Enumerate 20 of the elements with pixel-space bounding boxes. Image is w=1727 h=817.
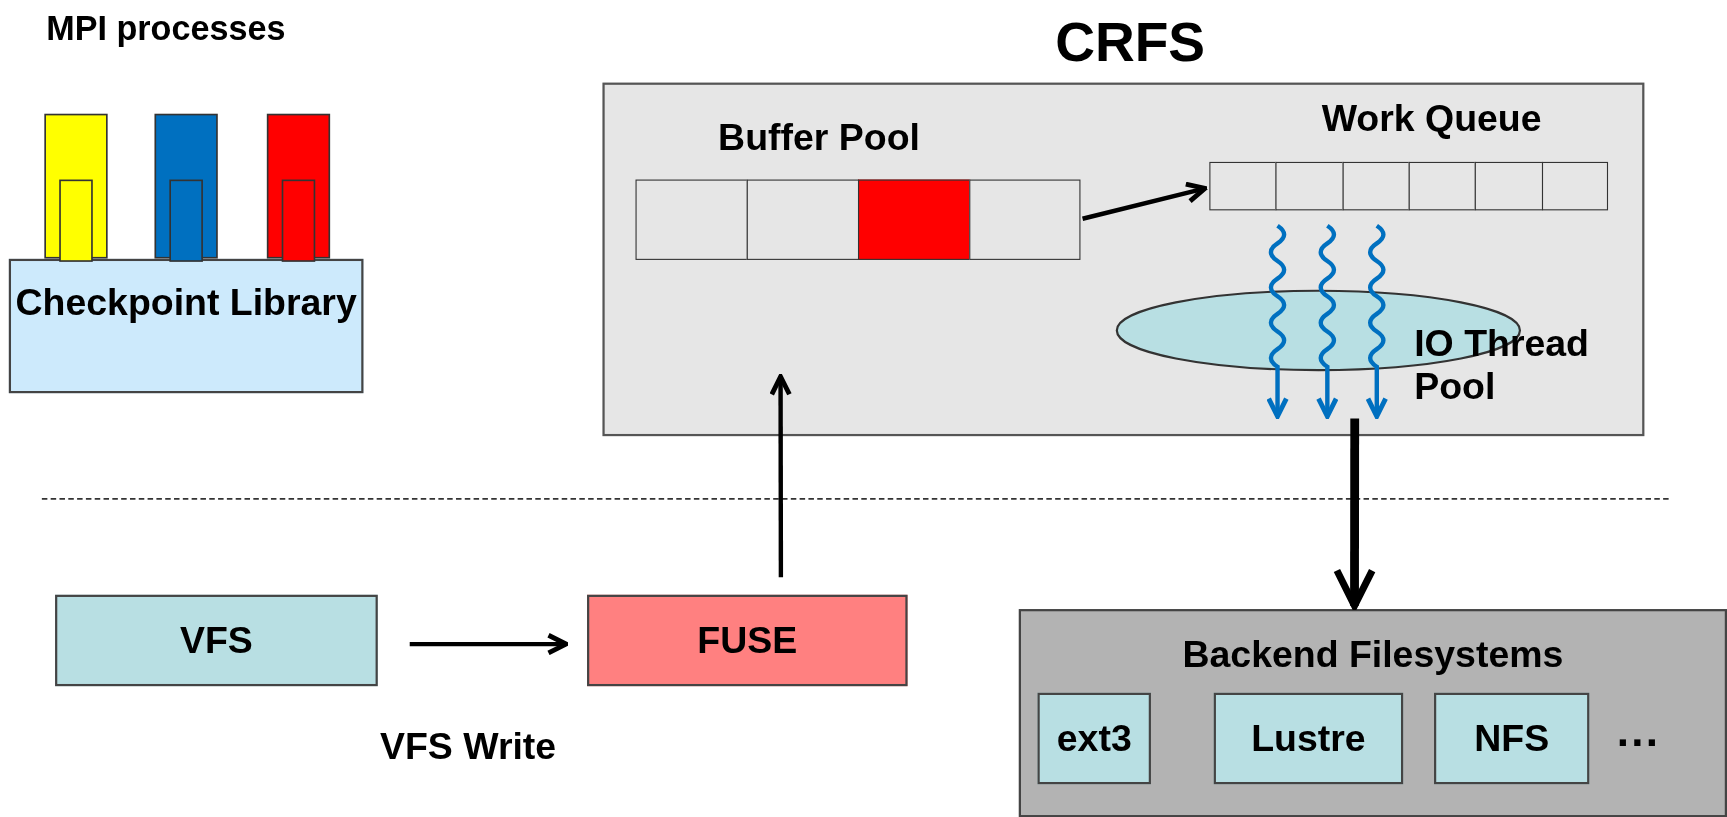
- arrow: [1082, 181, 1208, 221]
- ellipsis: ...: [1616, 705, 1661, 756]
- arrow: [769, 374, 792, 578]
- buffer-pool-label: Buffer Pool: [718, 115, 920, 159]
- vfs-box: VFS: [55, 594, 378, 687]
- arrow: [1333, 418, 1376, 610]
- backend-title: Backend Filesystems: [1181, 633, 1565, 677]
- filesystem-box: Lustre: [1213, 692, 1404, 785]
- backend-panel: [1018, 609, 1727, 817]
- wavy-thread-arrow: [1365, 224, 1389, 419]
- library-box: Checkpoint Library: [8, 258, 364, 394]
- work-queue-label: Work Queue: [1321, 96, 1542, 140]
- wavy-thread-arrow: [1266, 224, 1289, 419]
- heading: MPI processes: [46, 8, 286, 49]
- fuse-box: FUSE: [587, 594, 908, 687]
- crfs-title: CRFS: [1055, 11, 1206, 75]
- filesystem-box: NFS: [1434, 692, 1590, 785]
- wavy-thread-arrow: [1316, 224, 1339, 419]
- filesystem-box: ext3: [1037, 692, 1151, 785]
- arrow: [409, 632, 569, 656]
